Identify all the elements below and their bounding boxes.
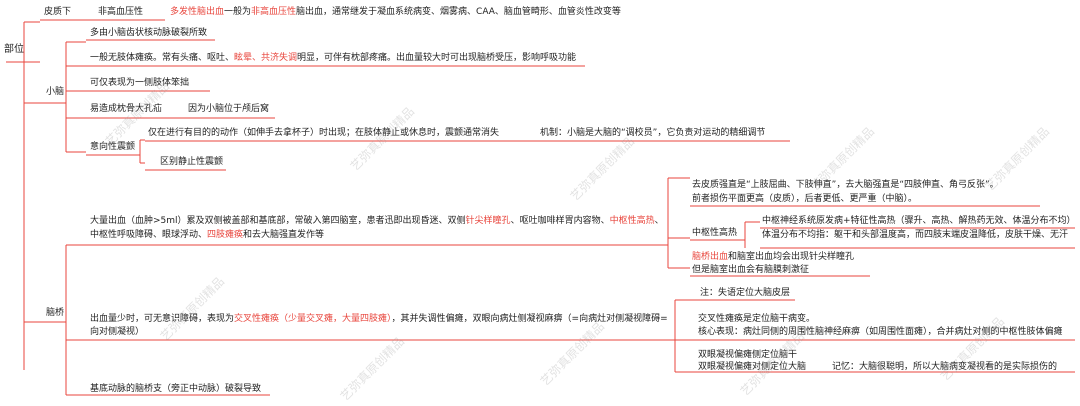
node-cortex-desc[interactable]: 多发性脑出血一般为非高血压性脑出血，通常继发于凝血系统病变、烟雾病、CAA、脑血… [170, 6, 621, 18]
node-central-fever[interactable]: 中枢性高热 [692, 228, 738, 238]
text-segment: 、呕吐咖啡样胃内容物、 [510, 216, 610, 226]
text-segment: 眩晕、共济失调 [234, 53, 298, 63]
node-tremor-mechanism[interactable]: 机制：小脑是大脑的“调校员”，它负责对运动的精细调节 [540, 128, 766, 138]
node-cross-paralysis-2[interactable]: 核心表现：病灶同侧的周围性脑神经麻痹（如周围性面瘫），合并病灶对侧的中枢性肢体偏… [698, 327, 1063, 337]
text-segment: 和去大脑强直发作等 [243, 230, 325, 240]
text-segment: 、 [654, 216, 664, 226]
text-segment: ，其并失调性偏瘫，双眼向病灶侧凝视麻痹（=向病灶对侧凝视障碍= [391, 314, 668, 324]
node-non-hypertensive[interactable]: 非高血压性 [98, 7, 144, 17]
text-segment: 针尖样瞳孔 [465, 216, 511, 226]
node-cerebellum[interactable]: 小脑 [46, 87, 65, 97]
node-pons-large-1[interactable]: 大量出血（血肿>5ml）累及双侧被盖部和基底部，常破入第四脑室，患者迅即出现昏迷… [90, 215, 664, 227]
text-segment: 一般无肢体瘫痪。常有头痛、呕吐、 [90, 53, 235, 63]
node-aphasia-note[interactable]: 注：失语定位大脑皮层 [700, 288, 791, 298]
node-gaze-2[interactable]: 双眼凝视偏瘫对侧定位大脑 [698, 362, 807, 372]
text-segment: 中枢性高热 [609, 216, 655, 226]
text-segment: 交叉性瘫痪（少量交叉瘫，大量四肢瘫） [234, 314, 392, 324]
root-node[interactable]: 部位 [4, 44, 24, 55]
node-pupil-meningeal[interactable]: 但是脑室出血会有脑膜刺激征 [692, 265, 810, 275]
node-basilar-branch[interactable]: 基底动脉的脑桥支（旁正中动脉）破裂导致 [90, 384, 262, 394]
node-gaze-1[interactable]: 双眼凝视偏瘫侧定位脑干 [698, 350, 798, 360]
text-segment: 脑出血，通常继发于凝血系统病变、烟雾病、CAA、脑血管畸形、血管炎性改变等 [296, 7, 621, 17]
node-cross-paralysis-1[interactable]: 交叉性瘫痪是定位脑干病变。 [698, 314, 816, 324]
node-rigidity-1[interactable]: 去皮质强直是“上肢屈曲、下肢伸直”，去大脑强直是“四肢伸直、角弓反张”。 [692, 180, 999, 190]
node-cortex[interactable]: 皮质下 [44, 7, 72, 17]
node-hernia-reason[interactable]: 因为小脑位于颅后窝 [188, 104, 270, 114]
node-fever-line-1[interactable]: 中枢神经系统原发病+特征性高热（骤升、高热、解热药无效、体温分布不均） [762, 216, 1076, 226]
node-tremor-distinguish[interactable]: 区别静止性震颤 [160, 157, 224, 167]
node-pons-large-2[interactable]: 中枢性呼吸障碍、眼球浮动、四肢瘫痪和去大脑强直发作等 [90, 229, 324, 241]
node-pons-small-2[interactable]: 向对侧凝视） [90, 327, 145, 337]
node-cerebellum-hernia[interactable]: 易造成枕骨大孔疝 [90, 104, 163, 114]
node-cerebellum-cause[interactable]: 多由小脑齿状核动脉破裂所致 [90, 28, 208, 38]
text-segment: 一般为 [224, 7, 252, 17]
text-segment: 大量出血（血肿>5ml）累及双侧被盖部和基底部，常破入第四脑室，患者迅即出现昏迷… [90, 216, 466, 226]
text-segment: 和脑室出血均会出现针尖样瞳孔 [728, 252, 855, 262]
node-pons-small-1[interactable]: 出血量少时，可无意识障碍，表现为交叉性瘫痪（少量交叉瘫，大量四肢瘫），其并失调性… [90, 313, 668, 325]
node-intention-tremor[interactable]: 意向性震颤 [90, 142, 136, 152]
text-segment: 明显，可伴有枕部疼痛。出血量较大时可出现脑桥受压，影响呼吸功能 [297, 53, 577, 63]
text-segment: 出血量少时，可无意识障碍，表现为 [90, 314, 235, 324]
node-gaze-memo[interactable]: 记忆：大脑很聪明，所以大脑病变凝视看的是实际损伤的 [832, 362, 1058, 372]
text-segment: 四肢瘫痪 [207, 230, 244, 240]
text-segment: 多发性脑出血 [170, 7, 225, 17]
node-tremor-desc[interactable]: 仅在进行有目的的动作（如伸手去拿杯子）时出现；在肢体静止或休息时，震颤通常消失 [148, 128, 500, 138]
node-cerebellum-symptom[interactable]: 一般无肢体瘫痪。常有头痛、呕吐、眩晕、共济失调明显，可伴有枕部疼痛。出血量较大时… [90, 52, 576, 64]
node-fever-line-2[interactable]: 体温分布不均指：躯干和头部温度高，而四肢末端皮温降低，皮肤干燥、无汗 [762, 230, 1069, 240]
text-segment: 脑桥出血 [692, 252, 729, 262]
node-pons[interactable]: 脑桥 [46, 308, 65, 318]
text-segment: 中枢性呼吸障碍、眼球浮动、 [90, 230, 208, 240]
node-cerebellum-limb[interactable]: 可仅表现为一侧肢体笨拙 [90, 78, 190, 88]
node-pinpoint-pupil[interactable]: 脑桥出血和脑室出血均会出现针尖样瞳孔 [692, 251, 854, 263]
node-rigidity-2[interactable]: 前者损伤平面更高（皮质），后者更低、更严重（中脑）。 [692, 194, 918, 204]
text-segment: 非高血压性 [251, 7, 297, 17]
